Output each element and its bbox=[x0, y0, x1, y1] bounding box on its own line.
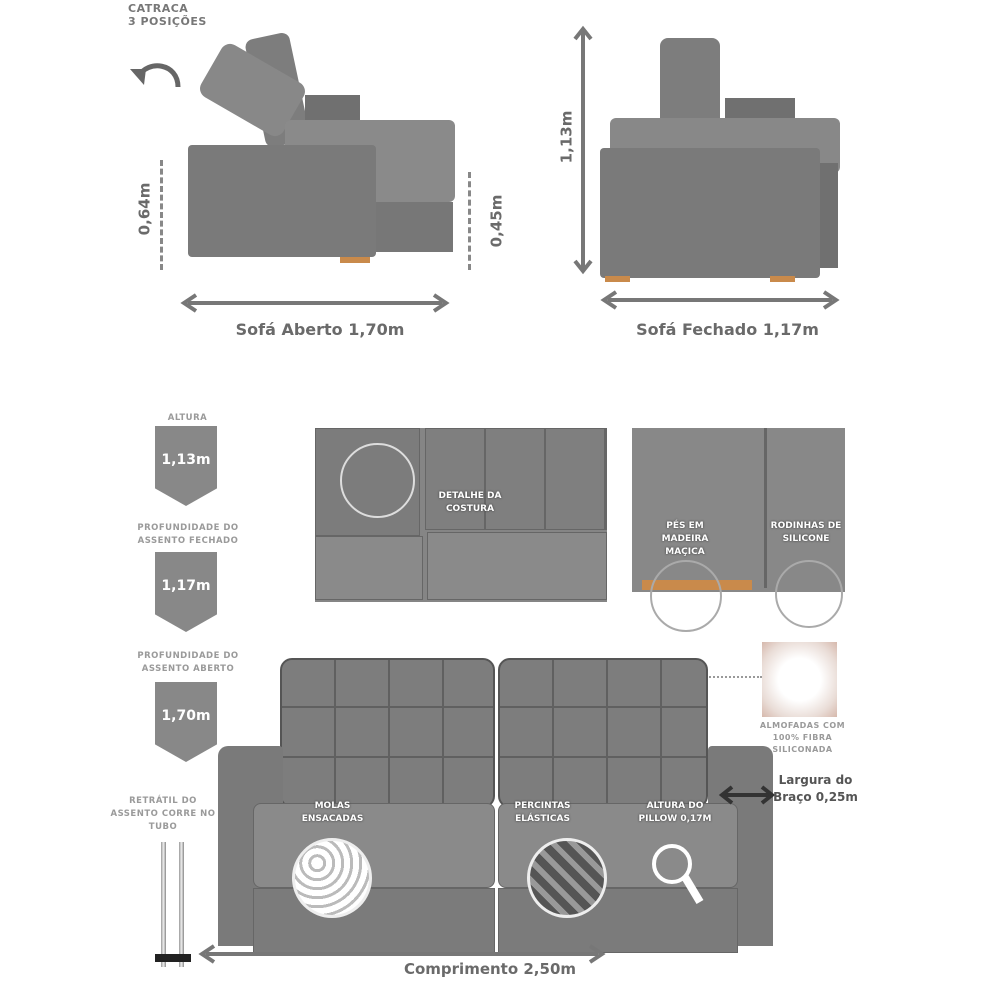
rotate-arrow-icon bbox=[130, 63, 181, 88]
length-label: Comprimento 2,50m bbox=[403, 960, 577, 978]
height-label: 1,13m bbox=[557, 110, 576, 164]
seat-height-label: 0,64m bbox=[135, 182, 154, 236]
stitch-detail-photo bbox=[315, 428, 607, 602]
springs-photo bbox=[292, 838, 372, 918]
stitch-label: DETALHE DA COSTURA bbox=[438, 491, 502, 514]
wheels-label: RODINHAS DE SILICONE bbox=[770, 521, 842, 544]
open-width-label: Sofá Aberto 1,70m bbox=[235, 320, 405, 339]
spec-title: ALTURA bbox=[167, 413, 208, 423]
spec-badge: 1,17m bbox=[155, 552, 217, 632]
height-arrow-icon bbox=[573, 25, 593, 275]
retractable-label: RETRÁTIL DO ASSENTO CORRE NO TUBO bbox=[110, 796, 216, 832]
straps-label: PERCINTAS ELÁSTICAS bbox=[514, 801, 571, 824]
sofa-side-open bbox=[185, 30, 460, 265]
rails-image bbox=[155, 842, 195, 977]
width-arrow-icon bbox=[180, 293, 450, 313]
feet-label: PÉS EM MADEIRA MAÇICA bbox=[661, 521, 709, 557]
sofa-side-closed bbox=[600, 28, 845, 283]
seat-low-label: 0,45m bbox=[487, 194, 506, 248]
arm-width-label: Largura do Braço 0,25m bbox=[773, 773, 858, 804]
spec-badge: 1,13m bbox=[155, 426, 217, 506]
magnifier-icon bbox=[652, 844, 704, 905]
closed-width-label: Sofá Fechado 1,17m bbox=[636, 320, 819, 339]
straps-photo bbox=[527, 838, 607, 918]
spec-title: PROFUNDIDADE DO ASSENTO ABERTO bbox=[137, 651, 239, 674]
fiber-photo bbox=[762, 642, 837, 717]
spec-title: PROFUNDIDADE DO ASSENTO FECHADO bbox=[137, 523, 239, 546]
length-arrow-icon bbox=[198, 944, 606, 964]
springs-label: MOLAS ENSACADAS bbox=[301, 801, 364, 824]
closed-width-arrow-icon bbox=[600, 290, 840, 310]
pillow-label: ALTURA DO PILLOW 0,17M bbox=[638, 801, 712, 824]
spec-badge: 1,70m bbox=[155, 682, 217, 762]
arm-width-arrow-icon bbox=[718, 785, 776, 805]
cushion-label: ALMOFADAS COM 100% FIBRA SILICONADA bbox=[759, 721, 846, 754]
sofa-front-view bbox=[218, 658, 778, 958]
